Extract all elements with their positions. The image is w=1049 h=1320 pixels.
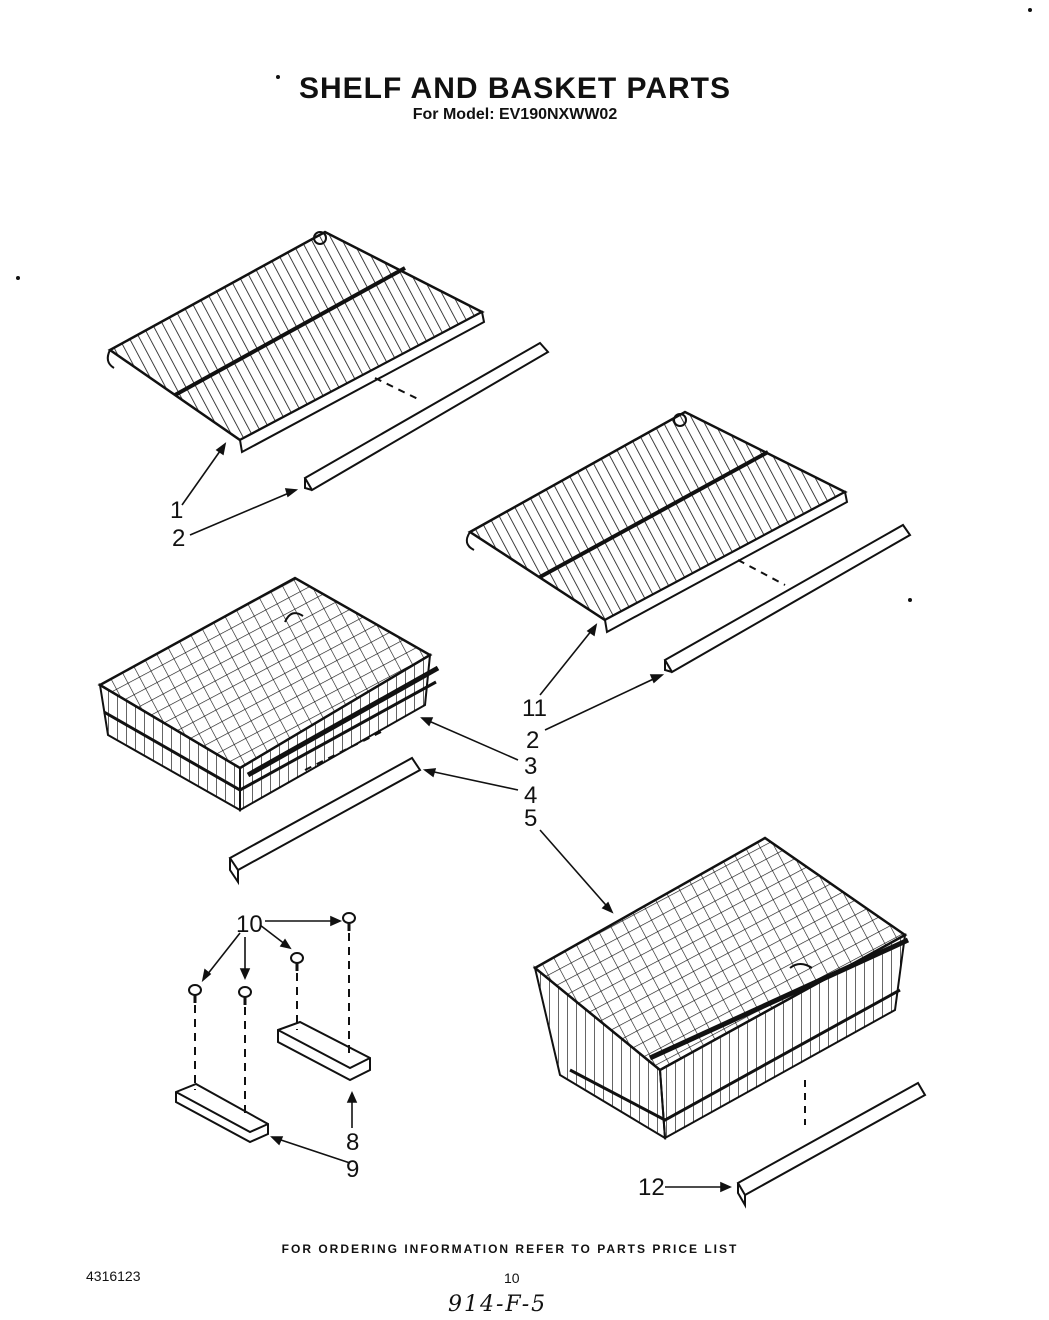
callout-2a: 2	[172, 525, 185, 552]
callout-1: 1	[170, 497, 183, 524]
callout-9: 9	[346, 1156, 359, 1183]
bracket-8	[277, 1020, 371, 1082]
callout-5: 5	[524, 805, 537, 832]
callout-11: 11	[522, 695, 547, 722]
screw-guide-lines	[194, 933, 350, 1115]
document-number: 4316123	[86, 1268, 141, 1284]
page-title: SHELF AND BASKET PARTS	[298, 72, 731, 105]
page-number: 10	[504, 1270, 520, 1286]
shelf-trim-strip-2a	[303, 341, 550, 492]
scan-dot	[276, 75, 280, 79]
wire-basket-3	[97, 576, 440, 812]
screw-10-d	[342, 912, 356, 931]
screw-10-a	[188, 984, 202, 1003]
ordering-info-footer: FOR ORDERING INFORMATION REFER TO PARTS …	[281, 1242, 739, 1256]
scan-dot	[16, 276, 20, 280]
scan-dot	[1028, 8, 1032, 12]
callout-2b: 2	[526, 727, 539, 754]
callout-8: 8	[346, 1129, 359, 1156]
scan-dot	[908, 598, 912, 602]
wire-shelf-11	[465, 410, 849, 634]
callout-4: 4	[524, 782, 537, 809]
shelf-trim-strip-2b	[663, 523, 912, 674]
bracket-9	[175, 1082, 269, 1144]
wire-shelf-1	[106, 230, 486, 454]
wire-basket-5	[532, 836, 910, 1140]
callout-10: 10	[236, 911, 263, 938]
callout-3: 3	[524, 753, 537, 780]
basket-support-rail-4	[228, 756, 422, 886]
handwritten-note: 914-F-5	[448, 1292, 548, 1317]
model-subtitle: For Model: EV190NXWW02	[412, 106, 618, 123]
leader-arrows	[181, 442, 732, 1193]
screw-10-b	[238, 986, 252, 1005]
screw-10-c	[290, 952, 304, 971]
callout-12: 12	[638, 1174, 665, 1201]
basket-support-rail-12	[736, 1081, 927, 1209]
